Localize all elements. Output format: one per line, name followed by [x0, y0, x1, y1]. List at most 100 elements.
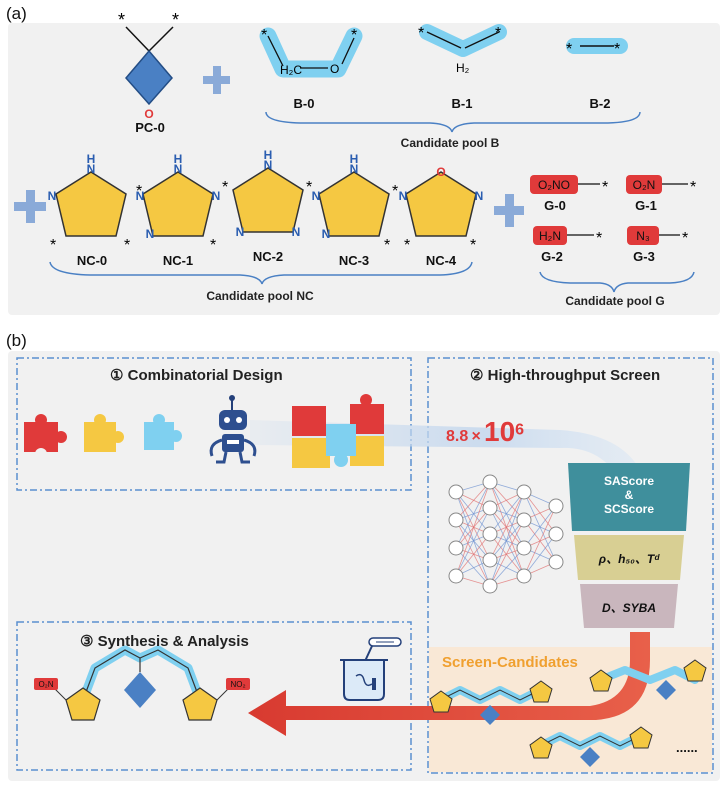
svg-text:*: * — [384, 237, 390, 254]
nn-node — [482, 552, 498, 568]
svg-text:*: * — [404, 237, 410, 254]
b0-label: B-0 — [293, 96, 315, 111]
b1-label: B-1 — [451, 96, 473, 111]
svg-text:N: N — [475, 189, 484, 203]
svg-text:*: * — [136, 183, 142, 200]
nc0-ring: N H N * * * — [48, 152, 143, 254]
svg-text:*: * — [614, 41, 620, 58]
g2-group: H₂N * — [533, 226, 602, 247]
svg-text:N₃: N₃ — [636, 229, 650, 243]
funnel-stage-3: D、SYBA — [601, 601, 656, 615]
svg-text:H: H — [87, 152, 96, 166]
g0-label: G-0 — [544, 198, 566, 213]
screen-box — [427, 357, 714, 774]
svg-text:*: * — [118, 10, 125, 30]
combinatorial-design-box — [16, 357, 412, 491]
nn-node — [482, 474, 498, 490]
svg-text:H: H — [350, 152, 359, 166]
g3-label: G-3 — [633, 249, 655, 264]
pool-g-bracket — [539, 271, 695, 293]
svg-text:N: N — [174, 162, 183, 176]
svg-text:H₂C: H₂C — [280, 63, 302, 77]
svg-text:*: * — [418, 25, 424, 42]
nn-node — [548, 526, 564, 542]
high-throughput-screen-title: ② High-throughput Screen — [470, 367, 661, 384]
library-size-count: 8.8 × 106 — [446, 416, 525, 447]
plus-icon — [203, 66, 230, 94]
result-arrow — [248, 632, 650, 736]
svg-text:*: * — [596, 230, 602, 247]
funnel-stage-2: ρ、h₅₀、Tᵈ — [598, 552, 660, 566]
svg-text:*: * — [566, 41, 572, 58]
nc4-label: NC-4 — [425, 253, 457, 268]
svg-text:*: * — [306, 179, 312, 196]
nc2-ring: N H N N * * — [222, 148, 312, 239]
pc0-molecule: * * O — [118, 10, 179, 121]
robot-icon — [209, 395, 257, 464]
svg-text:*: * — [351, 27, 357, 44]
b2-label: B-2 — [589, 96, 611, 111]
svg-text:N: N — [48, 189, 57, 203]
funnel-stage-1: SAScore & SCScore — [603, 474, 655, 516]
svg-text:H: H — [264, 148, 273, 162]
nn-node — [448, 512, 464, 528]
nc1-ring: N H N N N * — [136, 152, 221, 254]
beaker-icon — [340, 637, 402, 701]
svg-text:*: * — [50, 237, 56, 254]
neural-network-icon — [448, 474, 564, 594]
nn-node — [516, 512, 532, 528]
svg-text:*: * — [172, 10, 179, 30]
assembled-puzzle — [292, 394, 384, 468]
svg-text:NO₂: NO₂ — [230, 680, 245, 689]
g1-group: O₂N * — [626, 175, 696, 196]
nc3-label: NC-3 — [338, 253, 370, 268]
nn-node — [448, 484, 464, 500]
svg-text:N: N — [292, 225, 301, 239]
b1-molecule: * * H₂ — [418, 24, 507, 75]
pool-b-label: Candidate pool B — [400, 136, 500, 150]
nn-node — [482, 578, 498, 594]
candidate-molecules — [429, 659, 707, 767]
svg-text:O₂N: O₂N — [38, 680, 53, 689]
plus-icon — [14, 190, 46, 223]
nn-node — [516, 540, 532, 556]
svg-text:N: N — [236, 225, 245, 239]
pool-b-bracket — [265, 111, 641, 133]
final-molecule: O₂N NO₂ — [34, 645, 250, 721]
svg-text:N: N — [322, 227, 331, 241]
svg-text:N: N — [350, 162, 359, 176]
panel-a-background — [8, 23, 720, 315]
panel-a-label: (a) — [6, 4, 27, 23]
svg-text:*: * — [261, 27, 267, 44]
g3-group: N₃ * — [627, 226, 688, 247]
more-candidates-ellipsis: ...... — [676, 740, 698, 755]
nn-node — [548, 554, 564, 570]
nc4-ring: O N N * * — [399, 165, 484, 254]
svg-text:N: N — [87, 162, 96, 176]
svg-text:N: N — [212, 189, 221, 203]
nn-node — [548, 498, 564, 514]
svg-text:H₂N: H₂N — [539, 229, 561, 243]
combinatorial-design-title: ① Combinatorial Design — [110, 367, 283, 384]
panel-a-structures: * * O * * H₂C O * * H₂ — [14, 10, 696, 293]
svg-text:*: * — [124, 237, 130, 254]
svg-text:O: O — [144, 107, 153, 121]
nn-node — [448, 540, 464, 556]
screening-funnel — [568, 463, 690, 628]
svg-text:*: * — [210, 237, 216, 254]
plus-icon — [494, 194, 524, 227]
nn-node — [482, 526, 498, 542]
svg-text:*: * — [222, 179, 228, 196]
svg-text:*: * — [682, 230, 688, 247]
pool-nc-bracket — [49, 261, 473, 285]
svg-text:H₂: H₂ — [456, 61, 470, 75]
g2-label: G-2 — [541, 249, 563, 264]
svg-text:O: O — [436, 165, 445, 179]
pc0-label: PC-0 — [135, 120, 165, 135]
nn-node — [516, 484, 532, 500]
svg-text:N: N — [399, 189, 408, 203]
svg-text:*: * — [602, 179, 608, 196]
panel-b-label: (b) — [6, 331, 27, 350]
svg-text:*: * — [690, 179, 696, 196]
